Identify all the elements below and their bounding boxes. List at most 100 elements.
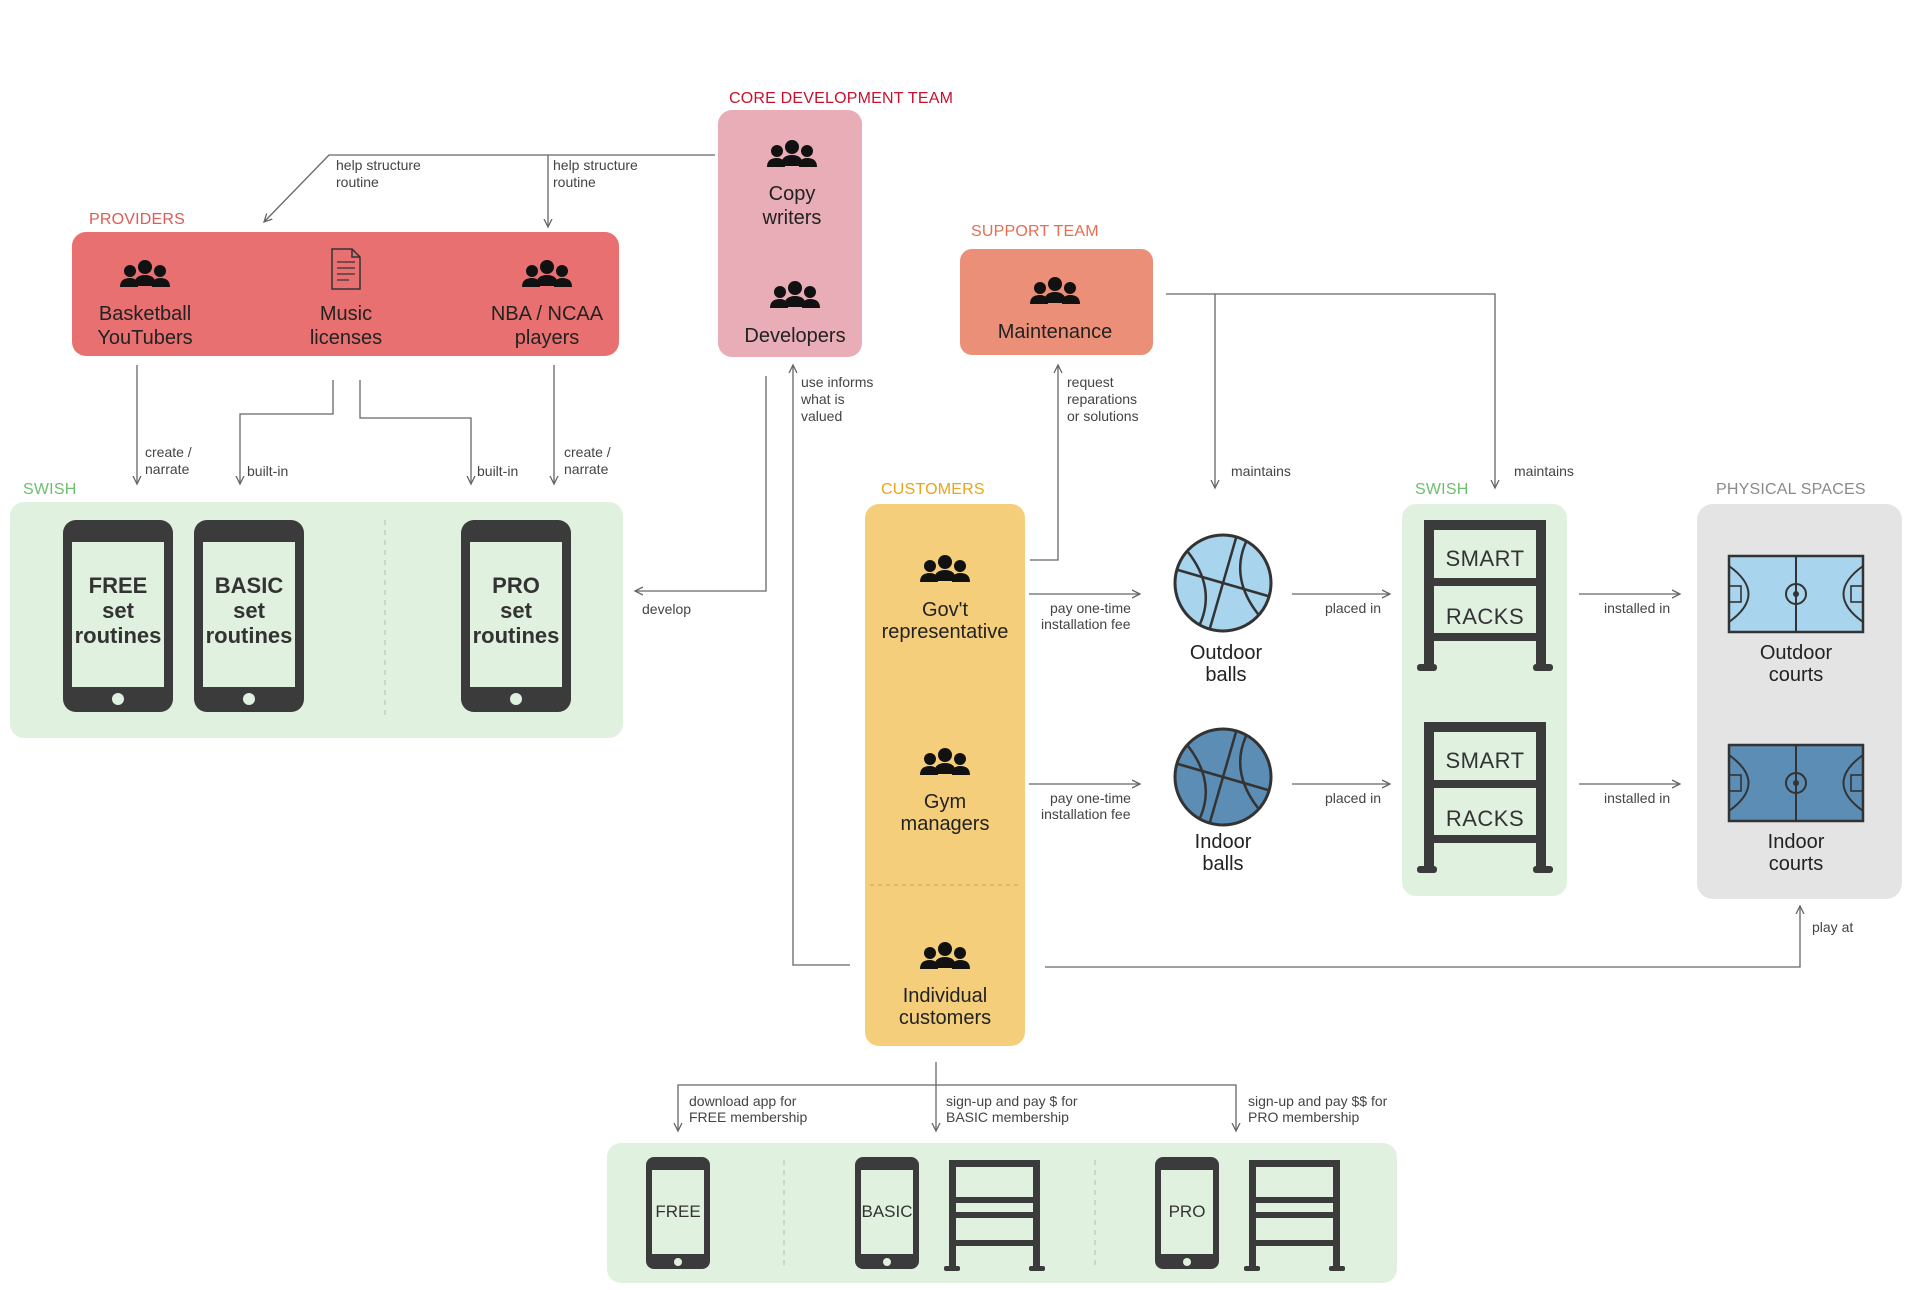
edge-use-informs-2: what is (800, 391, 845, 407)
svg-text:routines: routines (206, 623, 293, 648)
svg-text:FREE: FREE (89, 573, 148, 598)
edge-download-free-2: FREE membership (689, 1109, 807, 1125)
core-team-box (718, 110, 862, 357)
maintenance-label: Maintenance (998, 321, 1113, 343)
svg-text:RACKS: RACKS (1446, 806, 1524, 831)
swish-routines-header: SWISH (23, 481, 76, 498)
edge-signup-basic-1: sign-up and pay $ for (946, 1093, 1078, 1109)
youtubers-label-2: YouTubers (97, 327, 192, 349)
document-icon (331, 248, 361, 290)
svg-text:SMART: SMART (1445, 546, 1524, 571)
gym-managers-label-1: Gym (924, 791, 966, 813)
membership-pro-rack (1244, 1160, 1345, 1271)
edge-maintains-2: maintains (1514, 463, 1574, 479)
edge-create-narrate-2a: create / (564, 444, 611, 460)
smart-rack-outdoor: SMART RACKS (1417, 520, 1553, 671)
providers-box (72, 232, 619, 356)
outdoor-court-icon (1727, 554, 1865, 634)
svg-text:SMART: SMART (1445, 748, 1524, 773)
arrow-play-at (1045, 906, 1800, 968)
phone-pro-routines: PRO set routines (461, 520, 571, 712)
providers-header: PROVIDERS (89, 211, 185, 228)
gov-rep-label-1: Gov't (922, 599, 968, 621)
players-label-2: players (515, 327, 579, 349)
arrow-develop (635, 376, 767, 591)
arrow-maintains-2 (1215, 293, 1495, 488)
svg-text:set: set (233, 598, 265, 623)
gym-managers-label-2: managers (901, 813, 990, 835)
customers-box (865, 504, 1025, 1046)
music-label-1: Music (320, 303, 372, 325)
swish-racks-header: SWISH (1415, 481, 1468, 498)
edge-signup-pro-2: PRO membership (1248, 1109, 1359, 1125)
edge-pay-fee-2b: installation fee (1041, 806, 1131, 822)
indoor-courts-label-2: courts (1769, 853, 1823, 875)
edge-installed-in-1: installed in (1604, 600, 1670, 616)
developers-label: Developers (744, 325, 845, 347)
indoor-ball-icon (1173, 727, 1273, 827)
edge-signup-pro-1: sign-up and pay $$ for (1248, 1093, 1388, 1109)
physical-spaces-header: PHYSICAL SPACES (1716, 481, 1866, 498)
edge-placed-in-1: placed in (1325, 600, 1381, 616)
arrow-use-informs (793, 365, 850, 966)
arrow-help-structure (264, 154, 715, 222)
edge-installed-in-2: installed in (1604, 790, 1670, 806)
edge-built-in-2: built-in (477, 463, 518, 479)
svg-text:PRO: PRO (492, 573, 540, 598)
edge-use-informs-3: valued (801, 408, 842, 424)
indoor-balls-label-1: Indoor (1195, 831, 1252, 853)
core-team-header: CORE DEVELOPMENT TEAM (729, 90, 953, 107)
outdoor-ball-icon (1173, 533, 1273, 633)
edge-create-narrate-1a: create / (145, 444, 192, 460)
svg-text:RACKS: RACKS (1446, 604, 1524, 629)
edge-help-structure-1b: routine (336, 174, 379, 190)
indoor-balls-label-2: balls (1202, 853, 1243, 875)
individual-customers-label-2: customers (899, 1007, 991, 1029)
music-label-2: licenses (310, 327, 382, 349)
svg-text:BASIC: BASIC (215, 573, 284, 598)
edge-develop: develop (642, 601, 691, 617)
players-label-1: NBA / NCAA (491, 303, 604, 325)
edge-use-informs-1: use informs (801, 374, 873, 390)
edge-maintains-1: maintains (1231, 463, 1291, 479)
edge-help-structure-2b: routine (553, 174, 596, 190)
edge-built-in-1: built-in (247, 463, 288, 479)
edge-help-structure-1a: help structure (336, 157, 421, 173)
membership-basic-rack (944, 1160, 1045, 1271)
edge-create-narrate-2b: narrate (564, 461, 609, 477)
membership-basic-phone: BASIC (855, 1157, 919, 1269)
edge-help-structure-2a: help structure (553, 157, 638, 173)
membership-pro-phone: PRO (1155, 1157, 1219, 1269)
customers-header: CUSTOMERS (881, 481, 985, 498)
edge-pay-fee-2a: pay one-time (1050, 790, 1131, 806)
arrow-built-in-2 (359, 380, 471, 484)
individual-customers-label-1: Individual (903, 985, 988, 1007)
arrow-download-free (678, 1084, 936, 1131)
indoor-court-icon (1727, 743, 1865, 823)
edge-play-at: play at (1812, 919, 1853, 935)
gov-rep-label-2: representative (882, 621, 1009, 643)
edge-create-narrate-1b: narrate (145, 461, 190, 477)
edge-request-3: or solutions (1067, 408, 1139, 424)
arrow-signup-pro (936, 1084, 1236, 1131)
swish-racks-box (1402, 504, 1567, 896)
outdoor-balls-label-1: Outdoor (1190, 642, 1263, 664)
svg-text:PRO: PRO (1169, 1202, 1206, 1221)
edge-signup-basic-2: BASIC membership (946, 1109, 1069, 1125)
phone-basic-routines: BASIC set routines (194, 520, 304, 712)
smart-rack-indoor: SMART RACKS (1417, 722, 1553, 873)
arrow-maintains-1 (1166, 293, 1215, 488)
svg-text:routines: routines (75, 623, 162, 648)
svg-text:BASIC: BASIC (861, 1202, 912, 1221)
connectors (137, 154, 1800, 1131)
svg-text:routines: routines (473, 623, 560, 648)
edge-request-1: request (1067, 374, 1114, 390)
arrow-request (1030, 365, 1058, 561)
svg-text:set: set (500, 598, 532, 623)
phone-free-routines: FREE set routines (63, 520, 173, 712)
edge-download-free-1: download app for (689, 1093, 797, 1109)
copywriters-label-1: Copy (769, 183, 816, 205)
outdoor-balls-label-2: balls (1205, 664, 1246, 686)
indoor-courts-label-1: Indoor (1768, 831, 1825, 853)
